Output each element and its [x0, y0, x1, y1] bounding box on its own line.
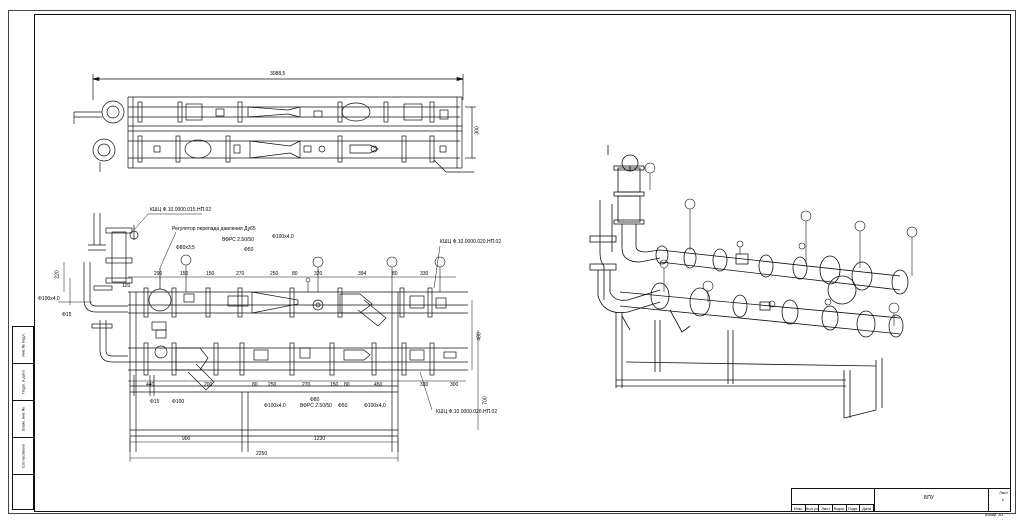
dim-top: 270: [236, 271, 245, 277]
callout-ball-valve: ВФРС 2.50/50: [222, 237, 254, 243]
dim-bottom: 200: [204, 382, 213, 388]
callout-pipe-b: Ф50: [244, 247, 254, 253]
sheet-format: Копир. А3: [985, 512, 1004, 517]
dim-bottom: 150: [330, 382, 339, 388]
side-stamp-cell: Подп. и дата: [13, 364, 33, 401]
title-block-col: №док.: [833, 505, 847, 512]
dim-bottom: 300: [450, 382, 459, 388]
callout-kv-right: КШЦ Ф.10.0000.020.НП.02: [440, 239, 502, 245]
title-block-columns: Изм. Кол.уч Лист №док. Подп. Дата: [792, 504, 875, 512]
callout-regulator: Регулятор перепада давления Ду65: [172, 226, 256, 232]
dim-frame-right: 1230: [314, 436, 326, 442]
callout-small-left-2: Ф100: [172, 399, 185, 405]
isometric-view: [589, 145, 918, 419]
title-block-divider: [874, 489, 875, 511]
dim-top: 394: [358, 271, 367, 277]
title-block-col: Дата: [860, 505, 875, 512]
dim-top: 330: [420, 271, 429, 277]
dim-bottom: 330: [420, 382, 429, 388]
title-block-sheet-number: 1: [1001, 497, 1004, 502]
dim-bottom: 440: [146, 382, 155, 388]
sheet-outer-frame: [8, 10, 1016, 514]
dim-bottom: 450: [374, 382, 383, 388]
title-block-col: Подп.: [847, 505, 861, 512]
dim-top: 80: [392, 271, 398, 277]
callout-pipe-c: Ф100х4,0: [272, 234, 294, 240]
title-block-code: БПУ: [924, 495, 935, 501]
dim-bottom: 80: [344, 382, 350, 388]
dim-left: 120: [122, 283, 131, 289]
top-overall-dim: 3088,5: [270, 71, 286, 77]
dim-frame-left: 900: [182, 436, 191, 442]
callout-small-left-1: Ф15: [150, 399, 160, 405]
dim-top: 150: [180, 271, 189, 277]
side-stamp-cell: Согласовано: [13, 438, 33, 475]
dim-bottom: 250: [268, 382, 277, 388]
dim-right: 480: [476, 332, 483, 341]
dim-frame-total: 2250: [256, 451, 268, 457]
dim-top: 80: [292, 271, 298, 277]
callout-kv-bottom: КШЦ Ф.10.0000.020.НП.02: [436, 409, 498, 415]
title-block-col: Изм.: [792, 505, 806, 512]
title-block-col: Кол.уч: [806, 505, 820, 512]
title-block-col: Лист: [819, 505, 834, 512]
dim-top: 150: [206, 271, 215, 277]
callout-pipe-bottom-2: Ф50: [338, 403, 348, 409]
callout-pipe-bottom-1: Ф100х4,0: [264, 403, 286, 409]
sheet-inner-frame: [34, 14, 1011, 512]
callout-kv-top: КШЦ Ф.10.0000.015.НП.02: [150, 207, 212, 213]
callout-valve-bottom: ВФРС 2.50/50: [300, 403, 332, 409]
callout-pipe-left: Ф100х4,0: [38, 296, 60, 302]
dim-left: 220: [54, 270, 61, 279]
dim-bottom: 270: [302, 382, 311, 388]
title-block-sheet-label: Лист: [999, 490, 1008, 495]
title-block: Изм. Кол.уч Лист №док. Подп. Дата БПУ Ли…: [791, 488, 1011, 512]
callout-pipe-a: Ф80х3,5: [176, 245, 195, 251]
top-view: [73, 74, 476, 173]
side-stamp-cell: Взам. инв.№: [13, 401, 33, 438]
dim-right: 700: [482, 396, 489, 405]
callout-pipe-bottom-3: Ф100х4,0: [364, 403, 386, 409]
callout-pipe-bottom-4: Ф80: [310, 397, 320, 403]
top-side-dim: 300: [474, 126, 481, 135]
title-block-divider: [988, 489, 989, 511]
dim-top: 290: [154, 271, 163, 277]
front-view: [58, 213, 479, 462]
dim-bottom: 80: [252, 382, 258, 388]
side-stamp: Инв.№ подл. Подп. и дата Взам. инв.№ Сог…: [12, 326, 34, 510]
side-stamp-cell: Инв.№ подл.: [13, 327, 33, 364]
callout-small-pipe: Ф15: [62, 312, 72, 318]
dim-top: 320: [314, 271, 323, 277]
dim-top: 250: [270, 271, 279, 277]
